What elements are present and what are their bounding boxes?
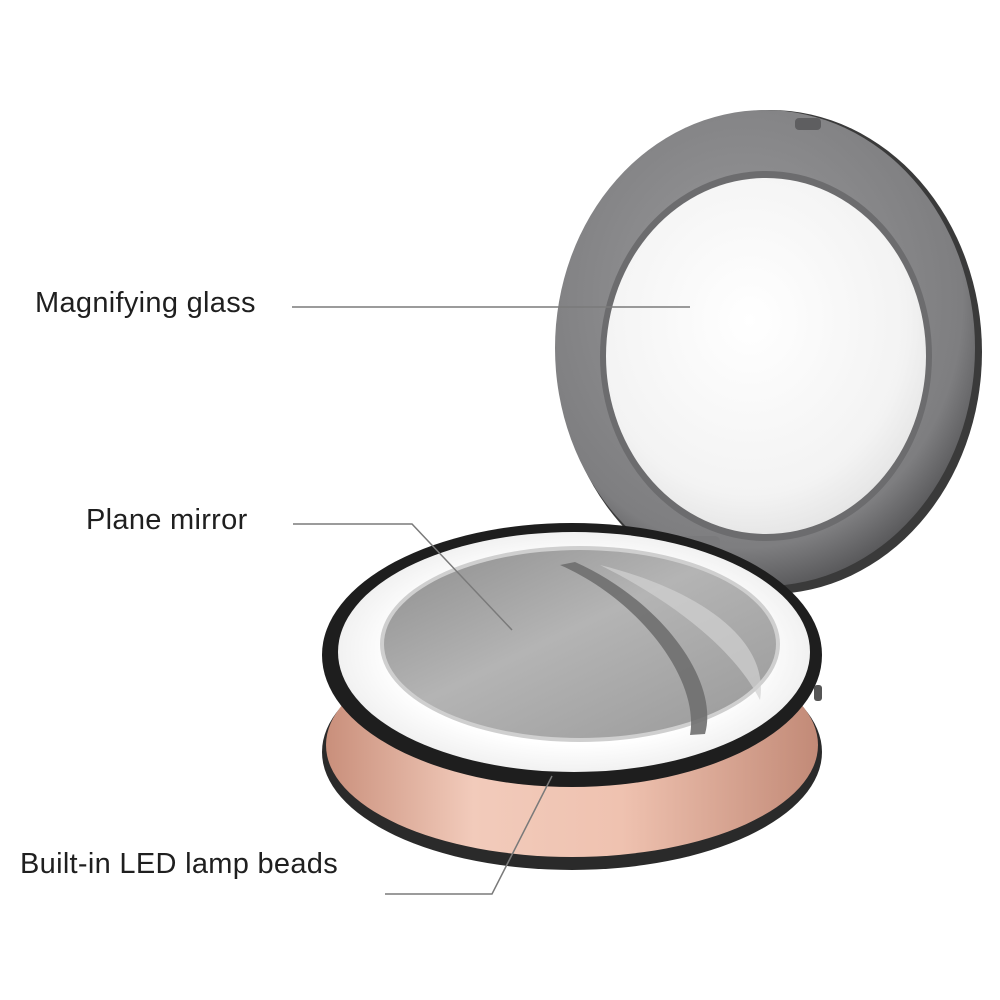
base-button: [814, 685, 822, 701]
lid-latch: [795, 118, 821, 130]
leader-line-led: [385, 775, 553, 895]
leader-lines: [292, 306, 690, 895]
lid: [555, 110, 982, 594]
label-plane-mirror: Plane mirror: [86, 504, 248, 536]
label-led-lamp-beads: Built-in LED lamp beads: [20, 848, 338, 880]
label-magnifying-glass: Magnifying glass: [35, 287, 256, 319]
plane-mirror-reflection: [560, 562, 708, 735]
magnifying-glass-surface: [606, 178, 926, 534]
leader-line-plane: [293, 523, 513, 631]
plane-mirror-highlight: [600, 565, 761, 700]
base: [322, 523, 822, 870]
